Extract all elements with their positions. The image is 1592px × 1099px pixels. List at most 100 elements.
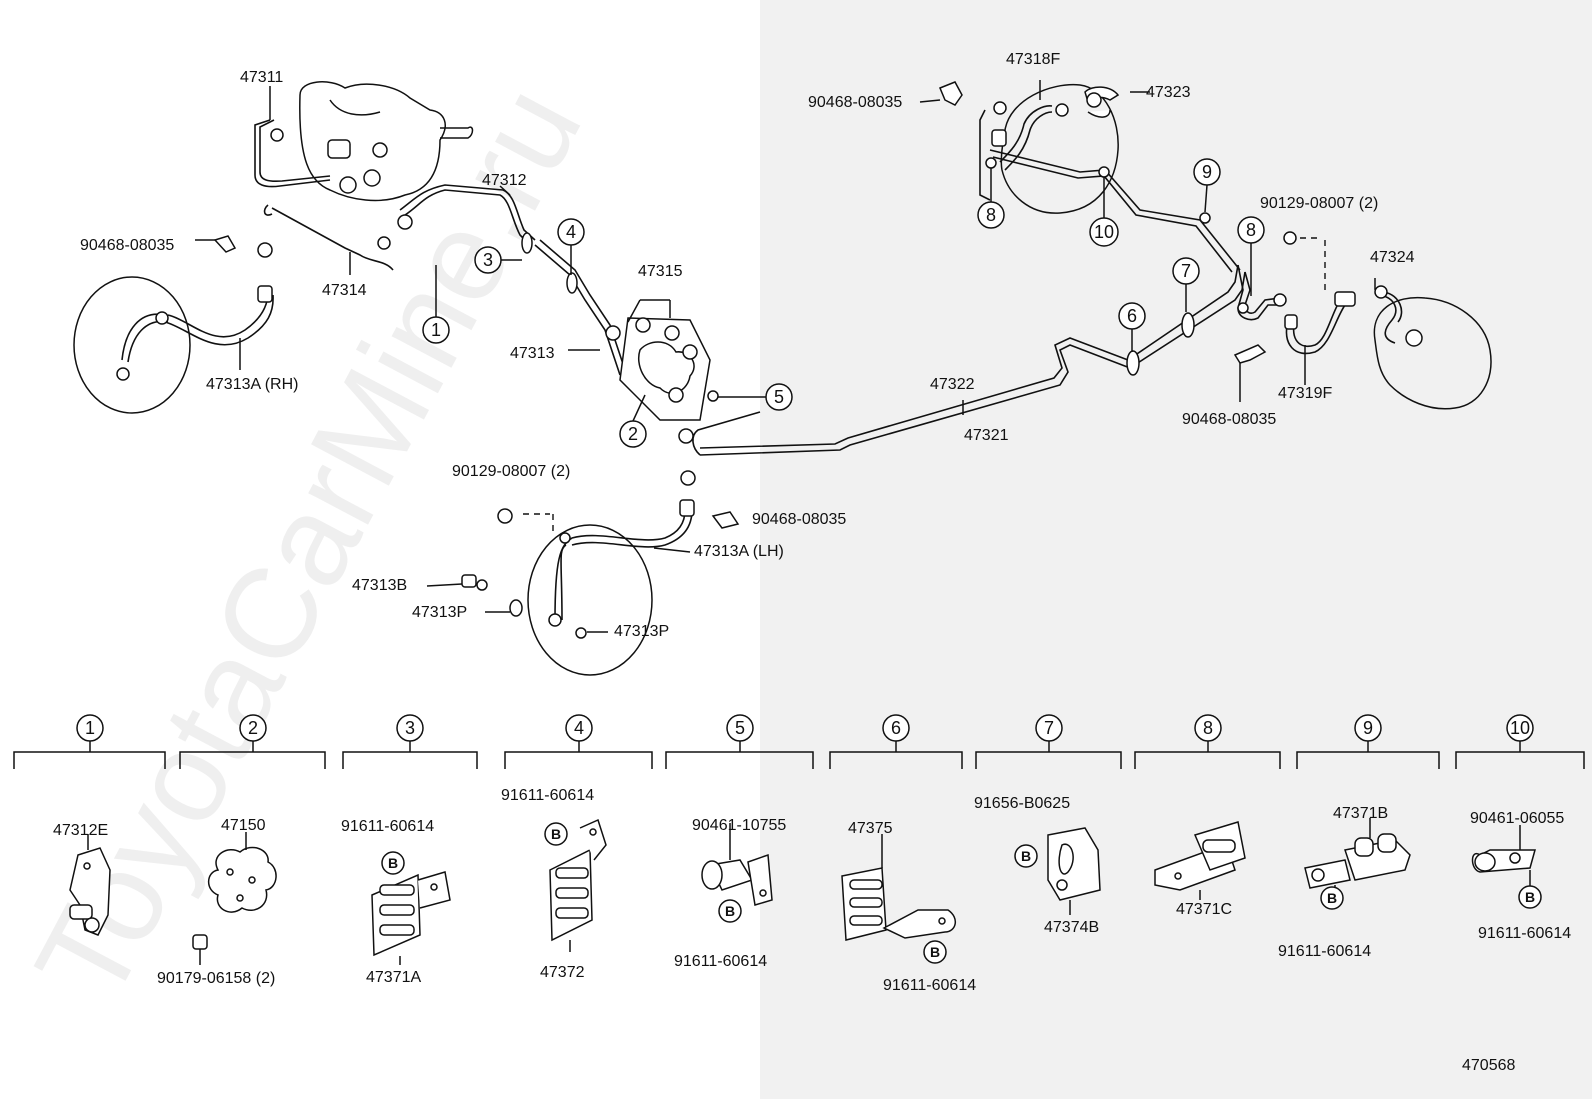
rear-left-drum [1000, 83, 1119, 214]
callout-5: 5 [774, 387, 784, 407]
callout-8-right: 8 [1246, 220, 1256, 240]
front-rh-disc [73, 276, 191, 414]
label-47324: 47324 [1370, 249, 1415, 266]
b-symbol-5-letter: B [725, 903, 735, 919]
top-callouts [422, 157, 1265, 448]
callout-7: 7 [1181, 261, 1191, 281]
callout-9: 9 [1202, 162, 1212, 182]
detail-6-part-1: 47375 [848, 820, 893, 837]
detail-3-number: 3 [405, 718, 415, 738]
detail-10-circle [1506, 714, 1534, 742]
detail-7-part-1: 91656-B0625 [974, 795, 1070, 812]
hose-47313A-rh [167, 291, 269, 338]
detail-4-circle [565, 714, 593, 742]
detail-2-circle [239, 714, 267, 742]
tube-47324 [1379, 294, 1397, 344]
label-47313A-lh: 47313A (LH) [694, 543, 784, 560]
label-90468-top: 90468-08035 [808, 94, 902, 111]
detail-9-part-2: 91611-60614 [1278, 943, 1371, 960]
detail-brackets: 1 2 3 4 5 6 7 8 9 10 [13, 714, 1585, 769]
tube-47314 [271, 207, 394, 271]
label-47313: 47313 [510, 345, 555, 362]
b-symbol-5 [718, 899, 742, 923]
detail-6-number: 6 [891, 718, 901, 738]
detail-3-part-2: 47371A [366, 969, 421, 986]
detail-drawings [69, 818, 1536, 965]
label-47321: 47321 [964, 427, 1009, 444]
detail-1-part-1: 47312E [53, 822, 108, 839]
tube-47313 [534, 244, 621, 376]
b-symbol-7-letter: B [1021, 848, 1031, 864]
detail-8-part-1: 47371C [1176, 901, 1232, 918]
detail-2-part-2: 90179-06158 (2) [157, 970, 275, 987]
label-47319F: 47319F [1278, 385, 1332, 402]
tube-47321 [699, 344, 1131, 456]
callout-4: 4 [566, 222, 576, 242]
b-symbol-10 [1518, 885, 1542, 909]
detail-4-part-1: 91611-60614 [501, 787, 594, 804]
label-90468-left: 90468-08035 [80, 237, 174, 254]
detail-6-part-2: 91611-60614 [883, 977, 976, 994]
b-symbol-6 [923, 940, 947, 964]
detail-10-number: 10 [1510, 718, 1530, 738]
label-47323: 47323 [1146, 84, 1191, 101]
detail-7-number: 7 [1044, 718, 1054, 738]
detail-6-circle [882, 714, 910, 742]
label-90468-lh: 90468-08035 [752, 511, 846, 528]
callout-2: 2 [628, 424, 638, 444]
detail-1-number: 1 [85, 718, 95, 738]
detail-5-number: 5 [735, 718, 745, 738]
callout-1: 1 [431, 320, 441, 340]
detail-4-number: 4 [574, 718, 584, 738]
label-90129-left: 90129-08007 (2) [452, 463, 570, 480]
label-47311: 47311 [240, 69, 283, 86]
label-47313B: 47313B [352, 577, 407, 594]
detail-4-part-2: 47372 [540, 964, 585, 981]
hose-47319F [1285, 304, 1346, 355]
b-symbol-7 [1014, 844, 1038, 868]
b-symbols [381, 822, 1542, 964]
detail-2-part-1: 47150 [221, 817, 266, 834]
detail-9-part-1: 47371B [1333, 805, 1388, 822]
label-47312: 47312 [482, 172, 527, 189]
b-symbol-4 [544, 822, 568, 846]
label-47313P-a: 47313P [412, 604, 467, 621]
detail-9-number: 9 [1363, 718, 1373, 738]
label-47313P-b: 47313P [614, 623, 669, 640]
detail-1-circle [76, 714, 104, 742]
callout-6: 6 [1127, 306, 1137, 326]
detail-10-part-1: 90461-06055 [1470, 810, 1564, 827]
label-90129-right: 90129-08007 (2) [1260, 195, 1378, 212]
detail-2-number: 2 [248, 718, 258, 738]
proportioning-valve [605, 317, 711, 444]
detail-7-part-2: 47374B [1044, 919, 1099, 936]
detail-8-number: 8 [1203, 718, 1213, 738]
detail-9-circle [1354, 714, 1382, 742]
b-symbol-4-letter: B [551, 826, 561, 842]
tube-47312 [404, 189, 531, 246]
label-90468-rear: 90468-08035 [1182, 411, 1276, 428]
tube-47322 [699, 337, 1129, 449]
b-symbol-9-letter: B [1327, 890, 1337, 906]
detail-8-circle [1194, 714, 1222, 742]
front-lh-disc [527, 524, 653, 676]
callout-3: 3 [483, 250, 493, 270]
label-47313A-rh: 47313A (RH) [206, 376, 299, 393]
tube-47311 [254, 119, 331, 188]
detail-5-part-2: 91611-60614 [674, 953, 767, 970]
detail-5-circle [726, 714, 754, 742]
b-symbol-9 [1320, 886, 1344, 910]
hose-47318F [1004, 111, 1053, 171]
clip-90468-left [213, 235, 237, 253]
diagram-number: 470568 [1462, 1057, 1515, 1074]
b-symbol-3-letter: B [388, 855, 398, 871]
label-47318F: 47318F [1006, 51, 1060, 68]
clip-90468-rear [1233, 344, 1267, 364]
detail-3-circle [396, 714, 424, 742]
b-symbol-3 [381, 851, 405, 875]
callout-8-left: 8 [986, 205, 996, 225]
label-47314: 47314 [322, 282, 367, 299]
clip-90468-top [939, 81, 963, 106]
